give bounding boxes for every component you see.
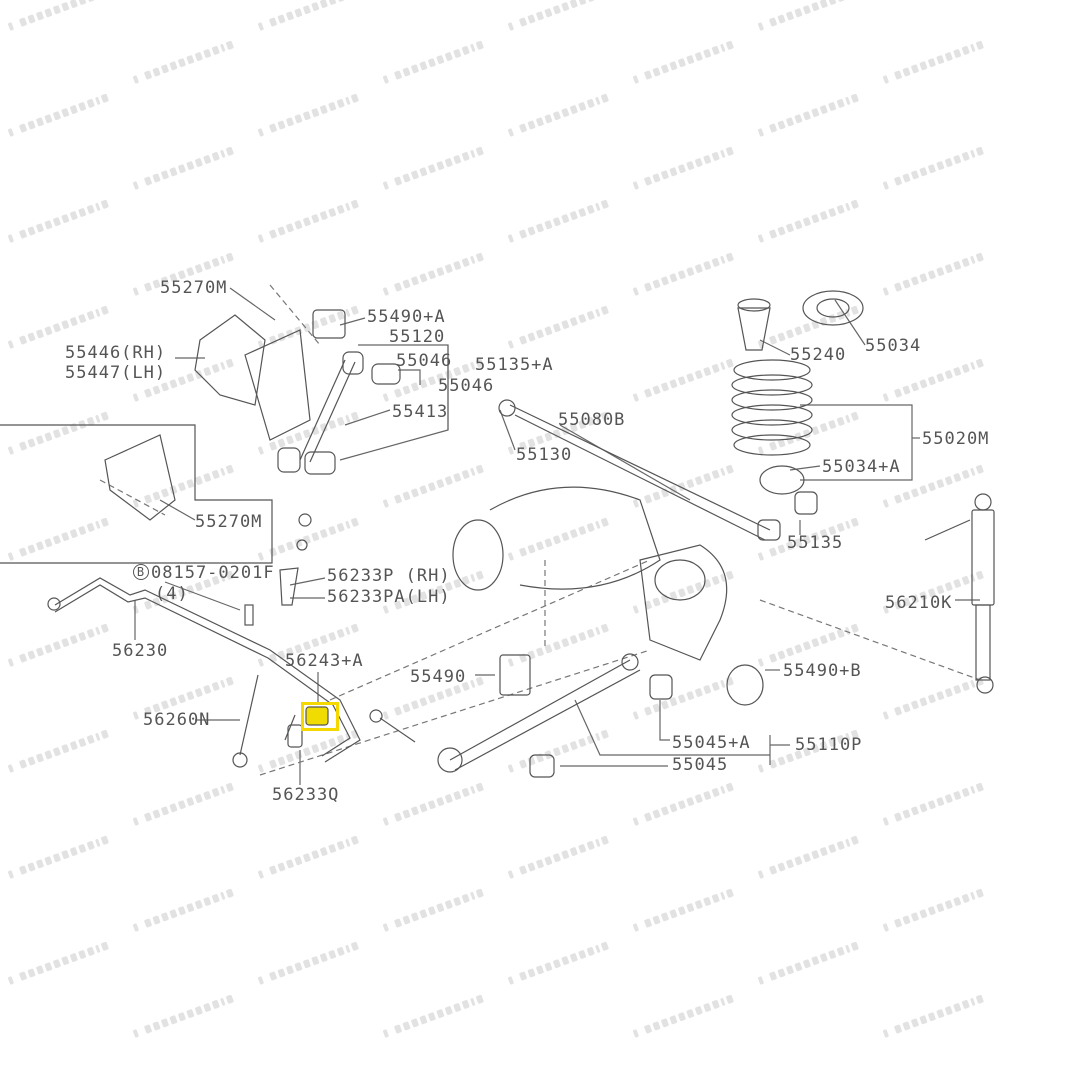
part-label-55135[interactable]: 55135: [787, 533, 844, 553]
shock-absorber-part: [924, 493, 995, 694]
part-label-55046[interactable]: 55046: [438, 376, 495, 396]
part-number: 08157-0201F: [151, 563, 275, 583]
part-label-56233q[interactable]: 56233Q: [272, 785, 340, 805]
part-label-55270m[interactable]: 55270M: [195, 512, 263, 532]
part-label-55270m[interactable]: 55270M: [160, 278, 228, 298]
highlight-box-56243-a[interactable]: [301, 702, 339, 731]
part-label-55130[interactable]: 55130: [516, 445, 573, 465]
part-label-55240[interactable]: 55240: [790, 345, 847, 365]
part-label-55446-rh[interactable]: 55446(RH): [65, 343, 167, 363]
inset-frame: [0, 424, 273, 564]
part-label-55490-a[interactable]: 55490+A: [367, 307, 446, 327]
part-label-55135-a[interactable]: 55135+A: [475, 355, 554, 375]
part-label-55490[interactable]: 55490: [410, 667, 467, 687]
part-label-55046[interactable]: 55046: [396, 351, 453, 371]
part-label-56233pa-lh[interactable]: 56233PA(LH): [327, 587, 451, 607]
stabilizer-bar-part: [47, 513, 416, 768]
dashed-guides: [99, 284, 981, 776]
part-label-55110p[interactable]: 55110P: [795, 735, 863, 755]
highlighted-bushing-part: [305, 706, 329, 726]
part-label-55020m[interactable]: 55020M: [922, 429, 990, 449]
part-label-55045[interactable]: 55045: [672, 755, 729, 775]
part-label-55045-a[interactable]: 55045+A: [672, 733, 751, 753]
part-label-55447-lh[interactable]: 55447(LH): [65, 363, 167, 383]
bracket-part: [104, 314, 311, 521]
coil-spring-part: [731, 290, 864, 515]
part-label-56243-a[interactable]: 56243+A: [285, 651, 364, 671]
part-label-56210k[interactable]: 56210K: [885, 593, 953, 613]
part-label-55080b[interactable]: 55080B: [558, 410, 626, 430]
quantity-label: (4): [155, 584, 189, 604]
part-label-55034-a[interactable]: 55034+A: [822, 457, 901, 477]
leader-lines: [134, 287, 980, 785]
part-label-56233p-rh[interactable]: 56233P (RH): [327, 566, 451, 586]
differential-part: [452, 486, 728, 661]
part-label-56230[interactable]: 56230: [112, 641, 169, 661]
part-label-55034[interactable]: 55034: [865, 336, 922, 356]
b-mark-icon: B: [133, 564, 149, 580]
part-label-56260n[interactable]: 56260N: [143, 710, 211, 730]
part-label-55413[interactable]: 55413: [392, 402, 449, 422]
part-label-55120[interactable]: 55120: [389, 327, 446, 347]
lateral-link-part: [437, 399, 781, 778]
upper-arm-part: [277, 309, 401, 475]
part-label-55490-b[interactable]: 55490+B: [783, 661, 862, 681]
